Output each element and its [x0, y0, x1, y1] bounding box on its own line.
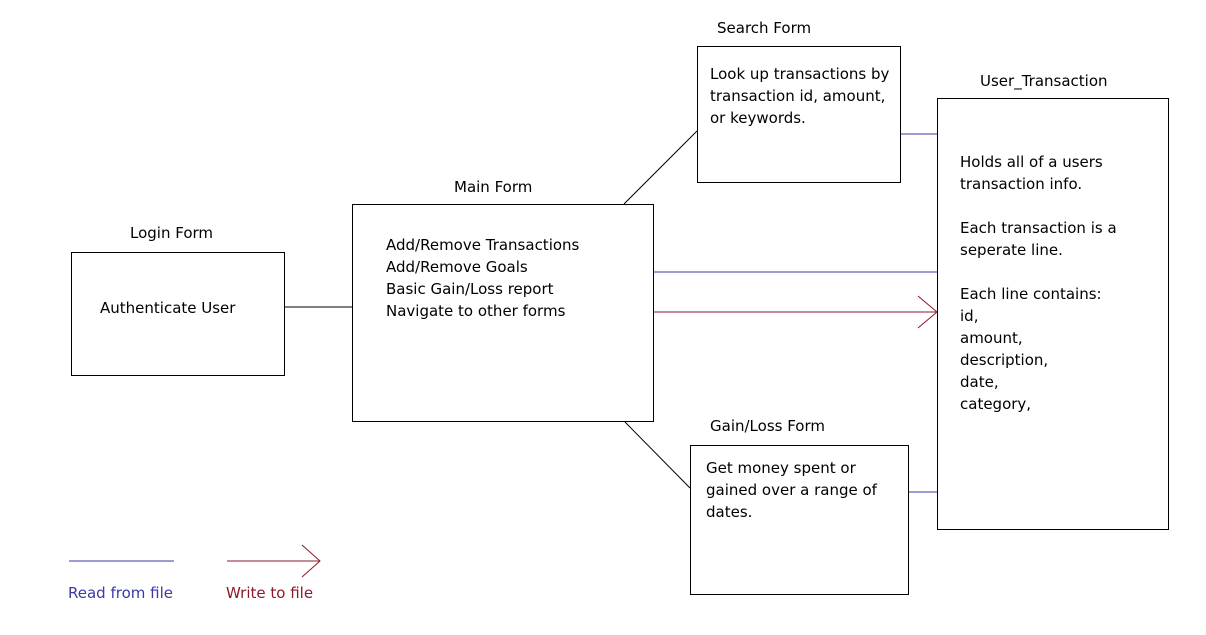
- login-form-box: Authenticate User: [71, 252, 285, 376]
- legend-write-arrowhead: [301, 544, 321, 578]
- gainloss-form-line: dates.: [706, 503, 753, 521]
- search-form-box: Look up transactions by transaction id, …: [697, 46, 901, 183]
- main-search-connector: [623, 130, 698, 205]
- gainloss-form-line: gained over a range of: [706, 481, 877, 499]
- user-transaction-line: transaction info.: [960, 175, 1083, 193]
- main-form-line: Add/Remove Transactions: [386, 236, 580, 254]
- gainloss-form-title: Gain/Loss Form: [710, 417, 825, 435]
- user-transaction-line: category,: [960, 395, 1032, 413]
- user-transaction-line: id,: [960, 307, 979, 325]
- legend-read-label: Read from file: [68, 584, 173, 602]
- main-form-line: Navigate to other forms: [386, 302, 566, 320]
- main-form-title: Main Form: [454, 178, 533, 196]
- search-form-line: transaction id, amount,: [710, 87, 886, 105]
- user-transaction-line: Holds all of a users: [960, 153, 1103, 171]
- legend-write-label: Write to file: [226, 584, 314, 602]
- user-transaction-line: amount,: [960, 329, 1023, 347]
- main-form-line: Add/Remove Goals: [386, 258, 528, 276]
- login-form-line: Authenticate User: [100, 299, 236, 317]
- gainloss-form-line: Get money spent or: [706, 459, 856, 477]
- search-form-line: or keywords.: [710, 109, 806, 127]
- search-form-title: Search Form: [717, 19, 812, 37]
- user-transaction-title: User_Transaction: [980, 72, 1108, 90]
- login-form-title: Login Form: [130, 224, 214, 242]
- search-form-line: Look up transactions by: [710, 65, 890, 83]
- user-transaction-line: description,: [960, 351, 1049, 369]
- main-form-line: Basic Gain/Loss report: [386, 280, 554, 298]
- user-transaction-line: Each transaction is a: [960, 219, 1117, 237]
- user-transaction-line: seperate line.: [960, 241, 1063, 259]
- gainloss-form-box: Get money spent or gained over a range o…: [690, 445, 909, 595]
- user-transaction-line: date,: [960, 373, 999, 391]
- user-transaction-box: Holds all of a users transaction info. E…: [937, 98, 1169, 530]
- user-transaction-line: Each line contains:: [960, 285, 1102, 303]
- main-form-box: Add/Remove Transactions Add/Remove Goals…: [352, 204, 654, 422]
- main-gainloss-connector: [624, 421, 691, 489]
